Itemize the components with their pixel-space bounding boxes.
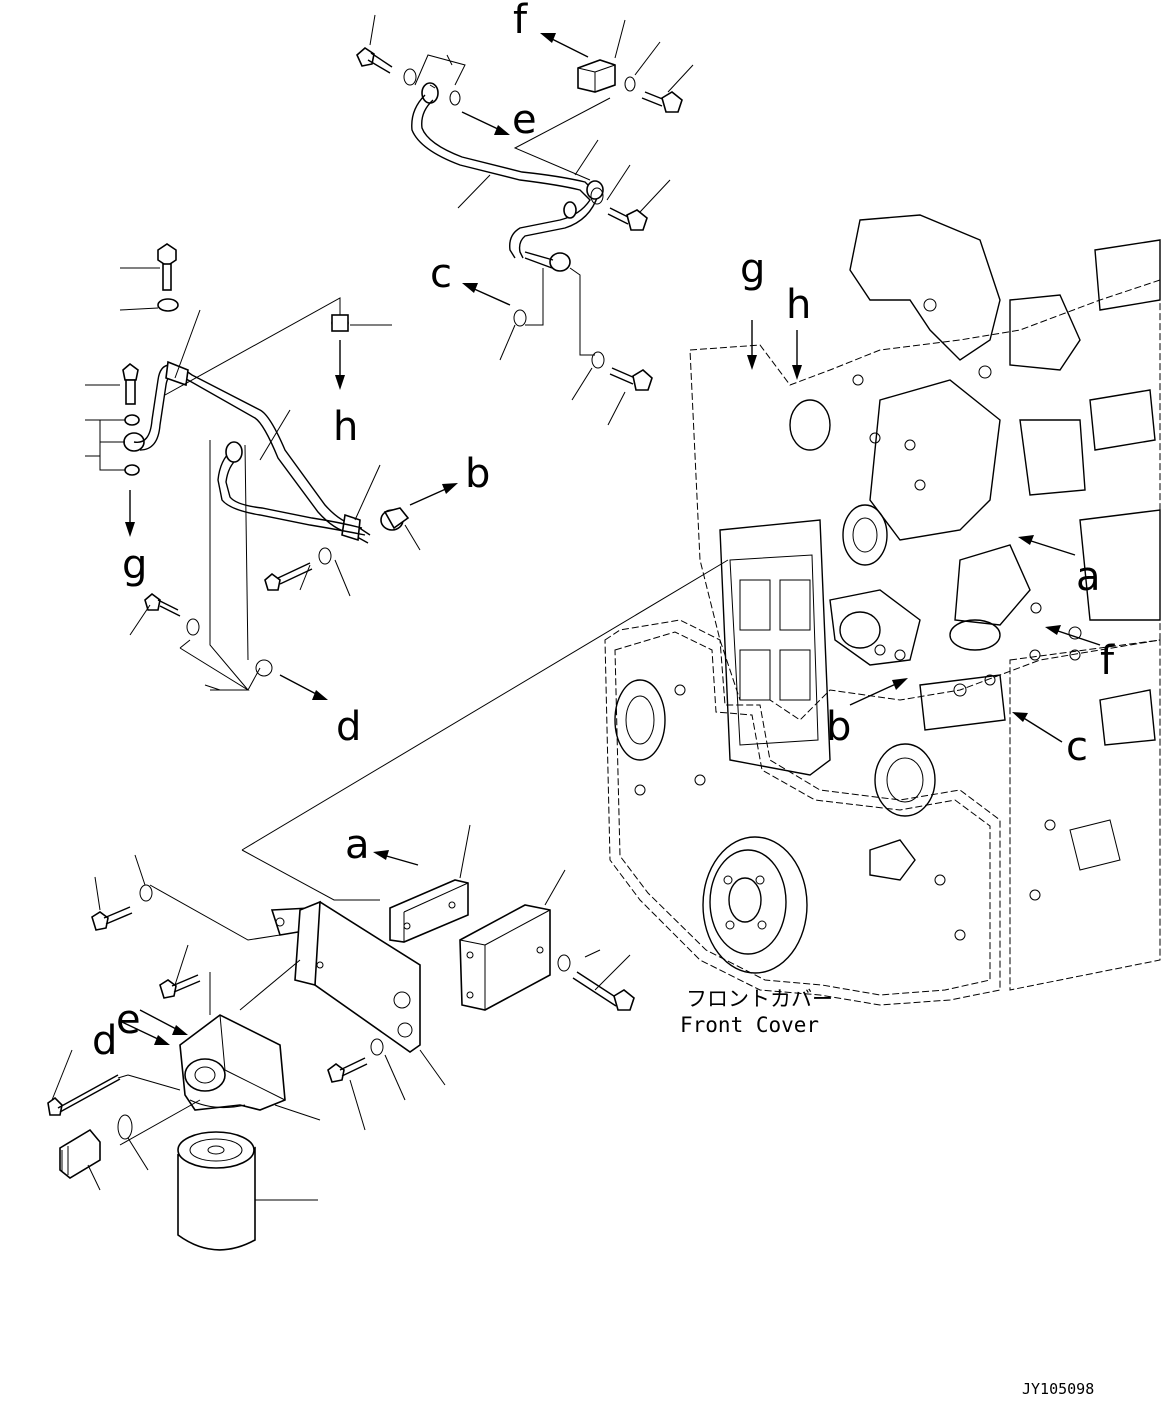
label-h-lower: h	[786, 282, 811, 328]
label-e-lower: e	[116, 997, 141, 1043]
engine-assembly	[604, 214, 1161, 1006]
label-e-upper: e	[512, 97, 537, 143]
label-f-lower: f	[1100, 638, 1115, 684]
label-d-lower: d	[92, 1018, 117, 1064]
front-cover-label-jp: フロントカバー	[686, 987, 833, 1011]
label-a-upper: a	[1076, 554, 1101, 600]
direction-arrows	[121, 33, 1101, 1045]
label-d-upper: d	[336, 704, 361, 750]
label-h-upper: h	[333, 404, 358, 450]
callout-labels: f e c h b g d g h a f b c a e d フロントカバー …	[92, 0, 1115, 1398]
drawing-code: JY105098	[1022, 1380, 1094, 1398]
label-g-upper: g	[122, 542, 147, 588]
filter-bracket-group	[47, 559, 729, 1251]
label-c-upper: c	[430, 251, 452, 297]
label-a-lower: a	[345, 822, 370, 868]
label-c-lower: c	[1066, 724, 1088, 770]
upper-tube-group	[356, 14, 694, 426]
front-cover-label-en: Front Cover	[680, 1013, 819, 1037]
label-b-upper: b	[465, 451, 490, 497]
lower-tube-group	[85, 243, 421, 691]
label-g-lower: g	[740, 246, 765, 292]
label-b-lower: b	[826, 704, 851, 750]
label-f-upper: f	[513, 0, 528, 43]
